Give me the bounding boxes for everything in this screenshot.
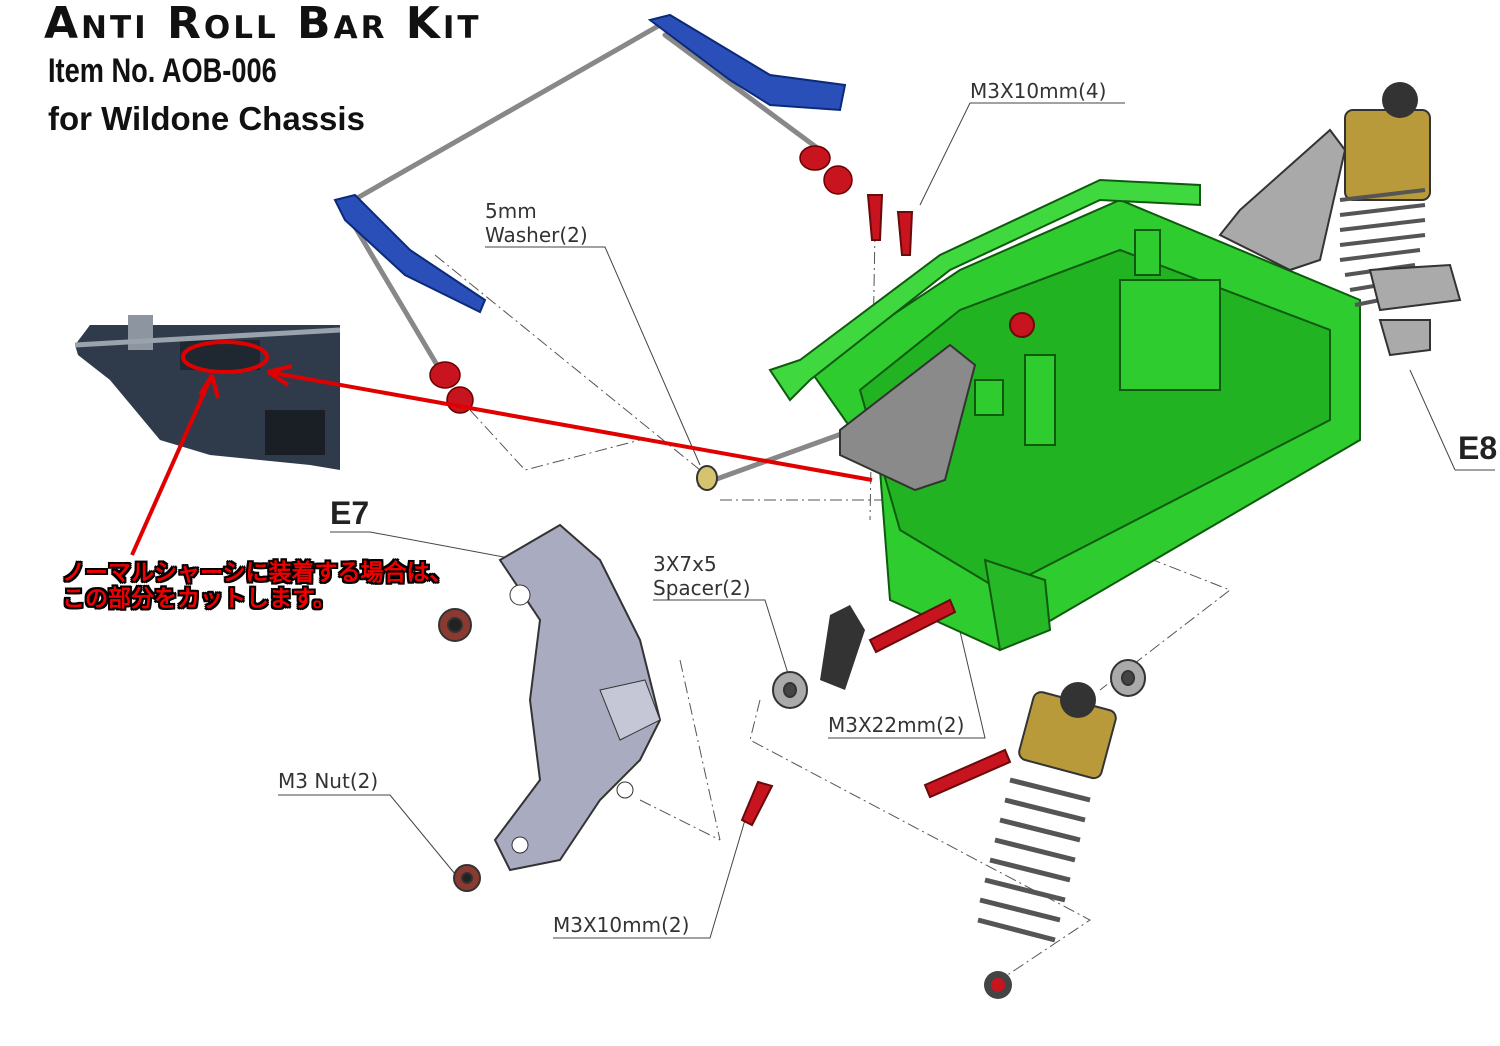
label-e7: E7	[330, 495, 370, 531]
green-chassis	[768, 178, 1361, 652]
cut-note-line2: この部分をカットします。	[62, 586, 336, 612]
label-spacer: Spacer(2)	[653, 576, 751, 600]
label-m3-nut: M3 Nut(2)	[278, 769, 379, 793]
chassis-mount-plate	[839, 343, 977, 492]
label-spacer-size: 3X7x5	[653, 552, 717, 576]
label-e8: E8	[1458, 430, 1498, 466]
blue-arm-lower	[333, 193, 487, 314]
screws	[740, 194, 1035, 827]
anti-roll-bar	[342, 22, 883, 488]
label-washer: Washer(2)	[485, 223, 588, 247]
cut-note-line1: ノーマルシャーシに装着する場合は、	[62, 560, 453, 586]
shock-absorber-front	[820, 605, 1117, 999]
label-m3x22: M3X22mm(2)	[828, 713, 965, 737]
blue-arm-upper	[647, 13, 847, 112]
label-m3x10-2: M3X10mm(2)	[553, 913, 690, 937]
shock-absorber-rear	[1218, 82, 1462, 357]
cut-annotation	[130, 340, 873, 556]
kit-title: Anti Roll Bar Kit	[44, 0, 482, 49]
cut-note: ノーマルシャーシに装着する場合は、 この部分をカットします。	[62, 560, 453, 612]
leader-lines	[278, 102, 1495, 939]
chassis-subtitle: for Wildone Chassis	[48, 100, 365, 137]
item-number: Item No. AOB-006	[48, 52, 277, 90]
label-m3x10-4: M3X10mm(4)	[970, 79, 1107, 103]
chassis-photo-inset	[74, 315, 341, 470]
label-washer-size: 5mm	[485, 199, 537, 223]
hardware	[438, 465, 1146, 892]
e7-bracket	[493, 523, 662, 872]
